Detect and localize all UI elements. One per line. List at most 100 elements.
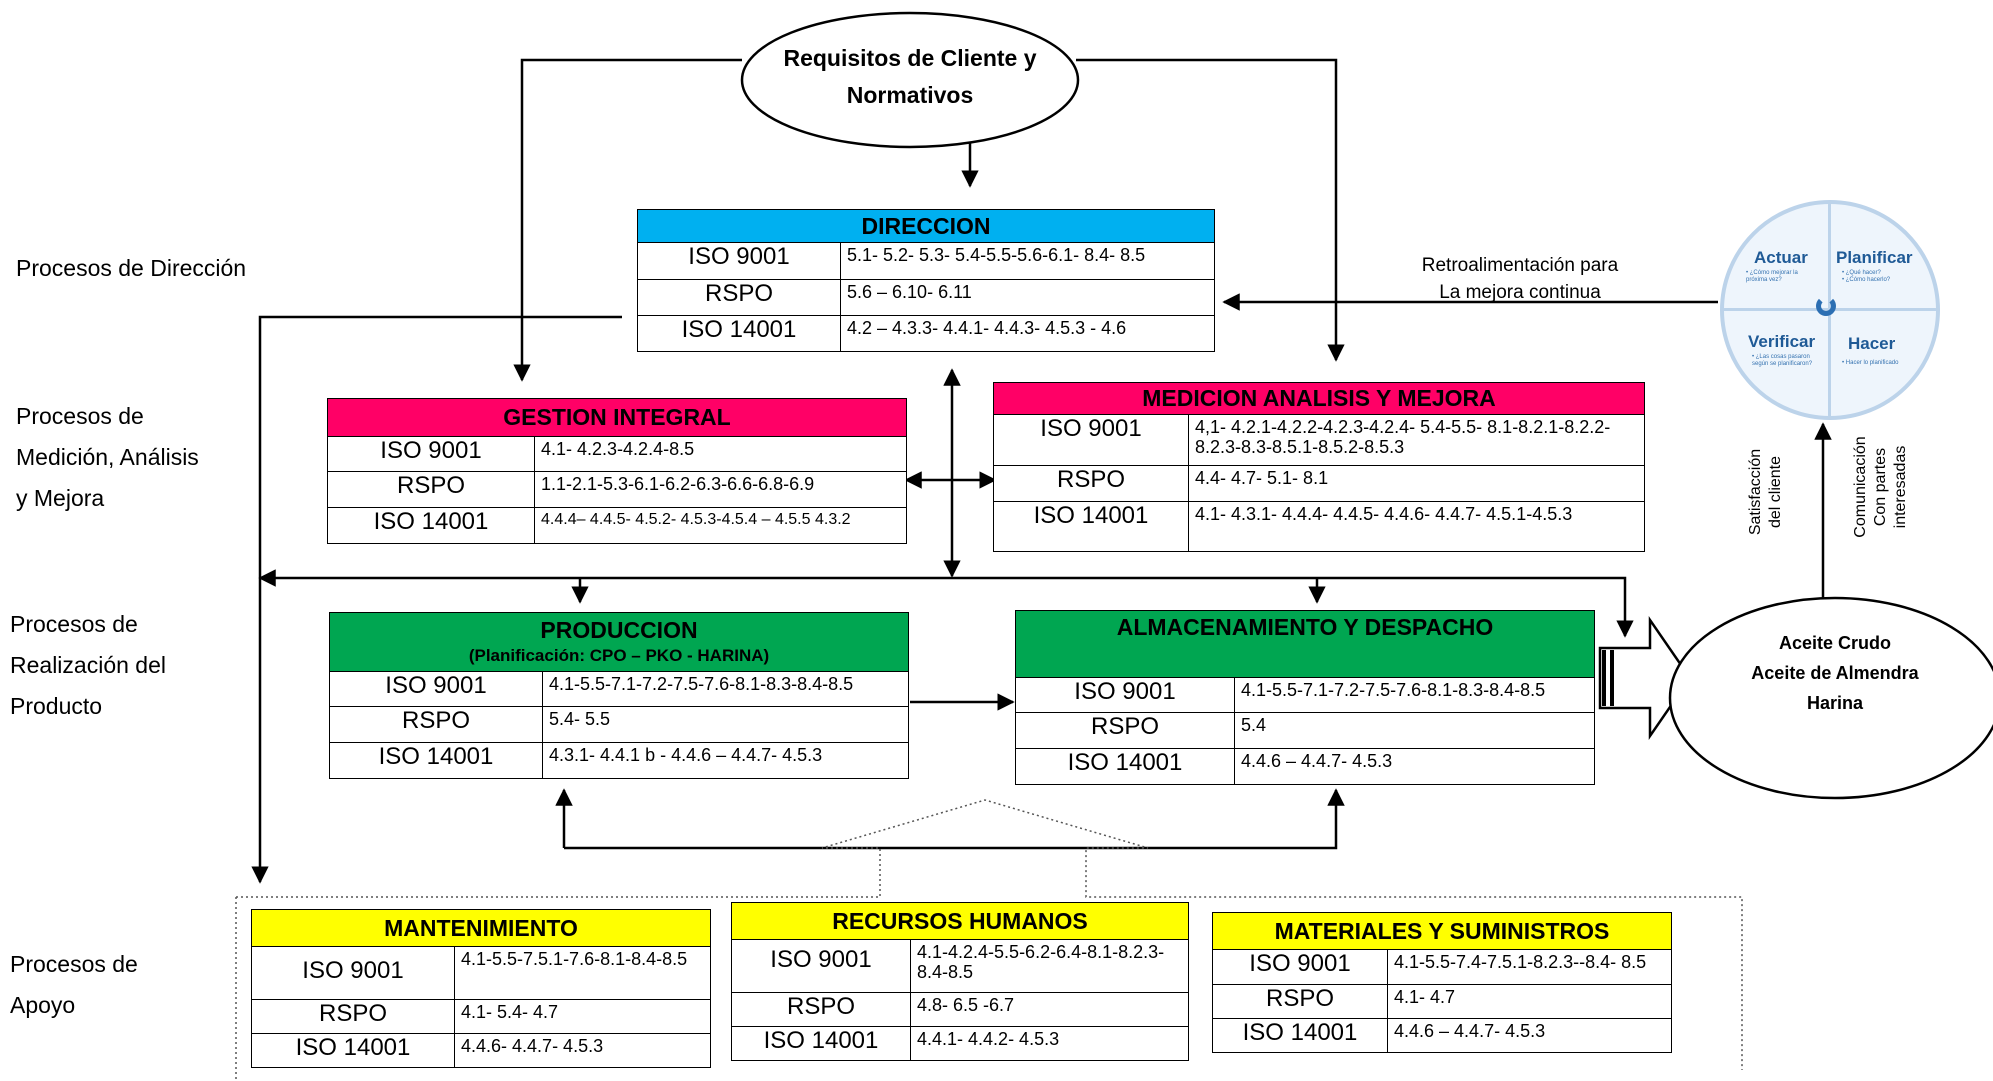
row-key: ISO 14001 [732,1025,911,1060]
row-key: ISO 9001 [1213,950,1388,984]
row-value: 4.1-5.5-7.1-7.2-7.5-7.6-8.1-8.3-8.4-8.5 [1241,680,1546,700]
row-key: RSPO [638,278,841,315]
row-value: 5.6 – 6.10- 6.11 [840,278,1214,315]
comunicacion-label: Comunicación Con partes interesadas [1852,436,1909,538]
pdca-cycle: Actuar • ¿Cómo mejorar la próxima vez? P… [1720,200,1940,420]
row-value: 4.1- 4.7 [1387,983,1671,1018]
row-value: 4.4.6 – 4.4.7- 4.5.3 [1387,1017,1671,1052]
refresh-cycle-icon [1816,296,1836,316]
row-value: 5.4- 5.5 [542,705,908,742]
feedback-line1: Retroalimentación para [1421,255,1619,276]
row-key: ISO 9001 [252,947,455,999]
box-produccion: PRODUCCION (Planificación: CPO – PKO - H… [329,612,909,779]
row-key: RSPO [1213,983,1388,1018]
box-direccion-title: DIRECCION [638,210,1214,243]
pdca-planificar-sub: • ¿Qué hacer? • ¿Cómo hacerlo? [1842,270,1891,283]
box-produccion-title: PRODUCCION [540,617,698,643]
row-value: 4.1-5.5-7.5.1-7.6-8.1-8.4-8.5 [461,949,688,969]
row-key: ISO 14001 [638,314,841,351]
table-row: ISO 9001 4.1-5.5-7.5.1-7.6-8.1-8.4-8.5 [252,947,710,999]
row-value: 4.1-5.5-7.4-7.5.1-8.2.3--8.4- 8.5 [1394,952,1647,972]
row-value: 4.1- 4.2.3-4.2.4-8.5 [541,439,695,459]
requisitos-ellipse: Requisitos de Cliente y Normativos [742,40,1078,114]
row-key: RSPO [994,464,1189,501]
row-key: RSPO [1016,711,1235,748]
pdca-actuar: Actuar [1754,248,1808,267]
row-value: 1.1-2.1-5.3-6.1-6.2-6.3-6.6-6.8-6.9 [534,470,906,507]
row-key: RSPO [330,705,543,742]
box-materiales-title: MATERIALES Y SUMINISTROS [1213,913,1671,950]
row-value: 4.4.1- 4.4.2- 4.5.3 [910,1025,1188,1060]
box-mantenimiento: MANTENIMIENTO ISO 9001 4.1-5.5-7.5.1-7.6-… [251,909,711,1068]
pdca-hacer: Hacer [1848,334,1896,353]
row-key: ISO 9001 [994,415,1189,465]
row-value: 4.2 – 4.3.3- 4.4.1- 4.4.3- 4.5.3 - 4.6 [840,314,1214,351]
box-gestion-title: GESTION INTEGRAL [328,399,906,437]
box-almacen-table: ISO 9001 4.1-5.5-7.1-7.2-7.5-7.6-8.1-8.3-… [1016,678,1594,784]
output-line1: Aceite Crudo [1778,633,1892,653]
satisfaccion-label: Satisfacción del cliente [1747,448,1784,536]
output-line3: Harina [1806,693,1864,713]
box-medicion-title: MEDICION ANALISIS Y MEJORA [994,383,1644,415]
row-key: ISO 14001 [1016,747,1235,784]
feedback-line2: La mejora continua [1439,282,1601,303]
box-produccion-header: PRODUCCION (Planificación: CPO – PKO - H… [330,613,908,672]
label-procesos-direccion: Procesos de Dirección [16,255,247,281]
row-key: ISO 14001 [252,1032,455,1067]
output-line2: Aceite de Almendra [1751,663,1919,683]
row-value: 4.1-4.2.4-5.5-6.2-6.4-8.1-8.2.3-8.4-8.5 [917,942,1165,982]
row-value: 4.1-5.5-7.1-7.2-7.5-7.6-8.1-8.3-8.4-8.5 [549,674,854,694]
row-key: RSPO [328,470,535,507]
label-procesos-medicion: Procesos de Medición, Análisis y Mejora [16,403,199,511]
row-value: 5.4 [1234,711,1594,748]
feedback-text: Retroalimentación para La mejora continu… [1365,252,1675,306]
row-value: 4.4.6 – 4.4.7- 4.5.3 [1234,747,1594,784]
box-materiales: MATERIALES Y SUMINISTROS ISO 9001 4.1-5.5… [1212,912,1672,1053]
box-mantenimiento-title: MANTENIMIENTO [252,910,710,947]
row-key: ISO 9001 [638,243,841,279]
table-row: ISO 9001 4.1-5.5-7.4-7.5.1-8.2.3--8.4- 8.… [1213,950,1671,984]
row-key: ISO 14001 [994,500,1189,551]
table-row: ISO 9001 4.1-5.5-7.1-7.2-7.5-7.6-8.1-8.3-… [1016,678,1594,712]
row-value: 4.4.6- 4.4.7- 4.5.3 [454,1032,710,1067]
pdca-hacer-sub: • Hacer lo planificado [1842,360,1899,366]
box-mantenimiento-table: ISO 9001 4.1-5.5-7.5.1-7.6-8.1-8.4-8.5 RS… [252,947,710,1067]
row-key: RSPO [732,991,911,1026]
box-produccion-subtitle: (Planificación: CPO – PKO - HARINA) [468,646,770,665]
row-key: ISO 9001 [328,437,535,471]
row-key: RSPO [252,998,455,1033]
row-key: ISO 9001 [1016,678,1235,712]
table-row: ISO 9001 4.1- 4.2.3-4.2.4-8.5 [328,437,906,471]
requisitos-line2: Normativos [846,82,974,108]
pdca-verificar: Verificar [1748,332,1816,351]
box-gestion-integral: GESTION INTEGRAL ISO 9001 4.1- 4.2.3-4.2.… [327,398,907,544]
row-value: 4.4.4– 4.4.5- 4.5.2- 4.5.3-4.5.4 – 4.5.5… [534,506,906,543]
row-value: 4.1- 4.3.1- 4.4.4- 4.4.5- 4.4.6- 4.4.7- … [1188,500,1644,551]
